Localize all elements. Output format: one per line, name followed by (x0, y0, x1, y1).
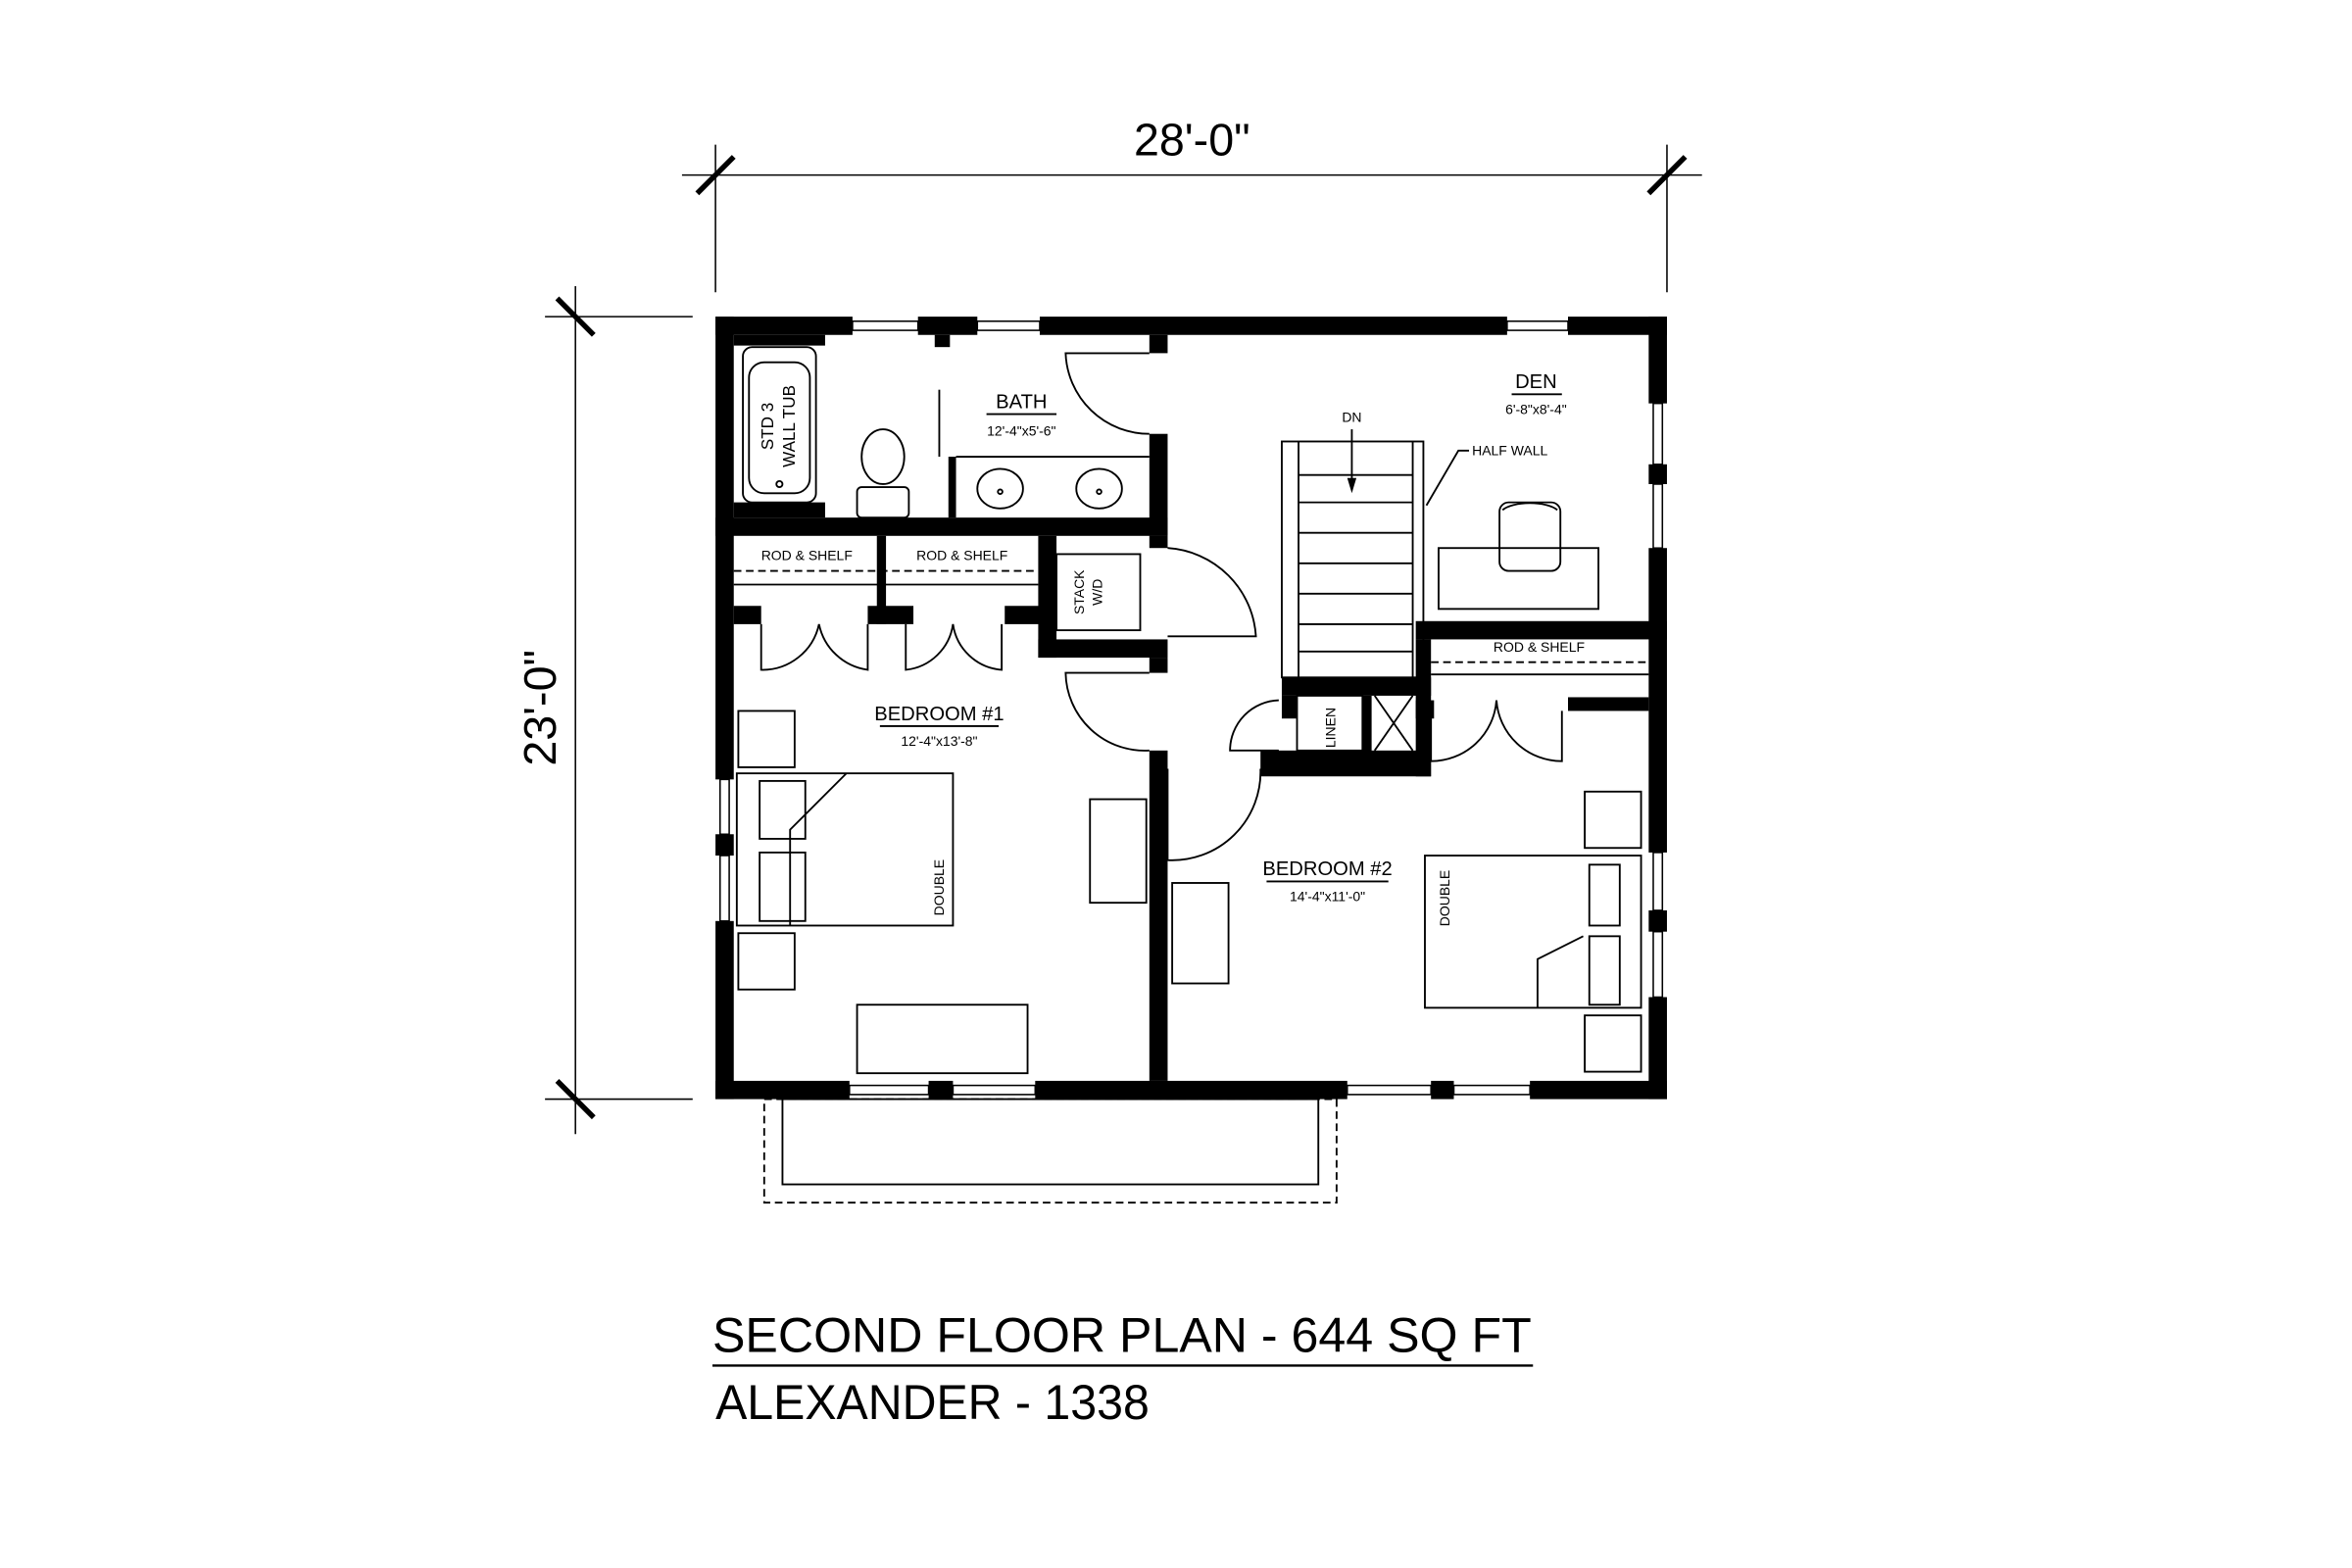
bedroom1-furniture: DOUBLE (735, 710, 1148, 1075)
svg-text:STD 3: STD 3 (759, 403, 777, 450)
svg-text:14'-4"x11'-0": 14'-4"x11'-0" (1290, 889, 1365, 905)
width-dimension-label: 28'-0" (1134, 114, 1250, 165)
rod-shelf-label-2: ROD & SHELF (916, 548, 1007, 564)
svg-text:12'-4"x5'-6": 12'-4"x5'-6" (987, 422, 1055, 438)
svg-text:BATH: BATH (996, 391, 1047, 413)
svg-text:WALL TUB: WALL TUB (780, 385, 799, 467)
bathtub: STD 3 WALL TUB (742, 346, 817, 504)
svg-text:BEDROOM #2: BEDROOM #2 (1262, 858, 1392, 880)
doors (760, 352, 1563, 861)
half-wall-callout: HALF WALL (1425, 442, 1547, 507)
interior-walls (715, 334, 1667, 1081)
stairs: DN (1281, 409, 1425, 679)
exterior-walls (715, 317, 1667, 1100)
svg-text:DOUBLE: DOUBLE (1437, 870, 1452, 926)
svg-text:LINEN: LINEN (1322, 708, 1338, 748)
plan-subtitle: ALEXANDER - 1338 (715, 1375, 1150, 1430)
room-label-den: DEN 6'-8"x8'-4" (1505, 371, 1567, 416)
svg-text:12'-4"x13'-8": 12'-4"x13'-8" (901, 733, 977, 749)
depth-dimension: 23'-0" (514, 286, 693, 1135)
linen-closet: LINEN (1296, 694, 1414, 752)
room-label-bath: BATH 12'-4"x5'-6" (986, 391, 1057, 438)
down-label: DN (1342, 409, 1361, 424)
bedroom2-furniture: DOUBLE (1171, 790, 1642, 1073)
vanity (956, 456, 1150, 510)
depth-dimension-label: 23'-0" (514, 650, 565, 766)
svg-text:DEN: DEN (1515, 371, 1557, 393)
room-label-bedroom2: BEDROOM #2 14'-4"x11'-0" (1262, 858, 1392, 904)
rod-shelf-label-3: ROD & SHELF (1494, 639, 1585, 655)
svg-text:6'-8"x8'-4": 6'-8"x8'-4" (1505, 402, 1567, 417)
rod-shelf-label-1: ROD & SHELF (761, 548, 853, 564)
plan-title: SECOND FLOOR PLAN - 644 SQ FT (712, 1307, 1532, 1362)
width-dimension: 28'-0" (681, 114, 1702, 293)
svg-text:DOUBLE: DOUBLE (931, 859, 947, 915)
room-label-bedroom1: BEDROOM #1 12'-4"x13'-8" (874, 704, 1004, 749)
svg-text:BEDROOM #1: BEDROOM #1 (874, 704, 1004, 725)
svg-text:W/D: W/D (1090, 579, 1105, 606)
stack-washer-dryer: STACK W/D (1055, 553, 1142, 632)
porch-outline (762, 1098, 1338, 1204)
svg-text:HALF WALL: HALF WALL (1472, 442, 1547, 458)
den-desk (1438, 501, 1599, 611)
svg-text:STACK: STACK (1071, 569, 1087, 614)
toilet (856, 428, 910, 519)
